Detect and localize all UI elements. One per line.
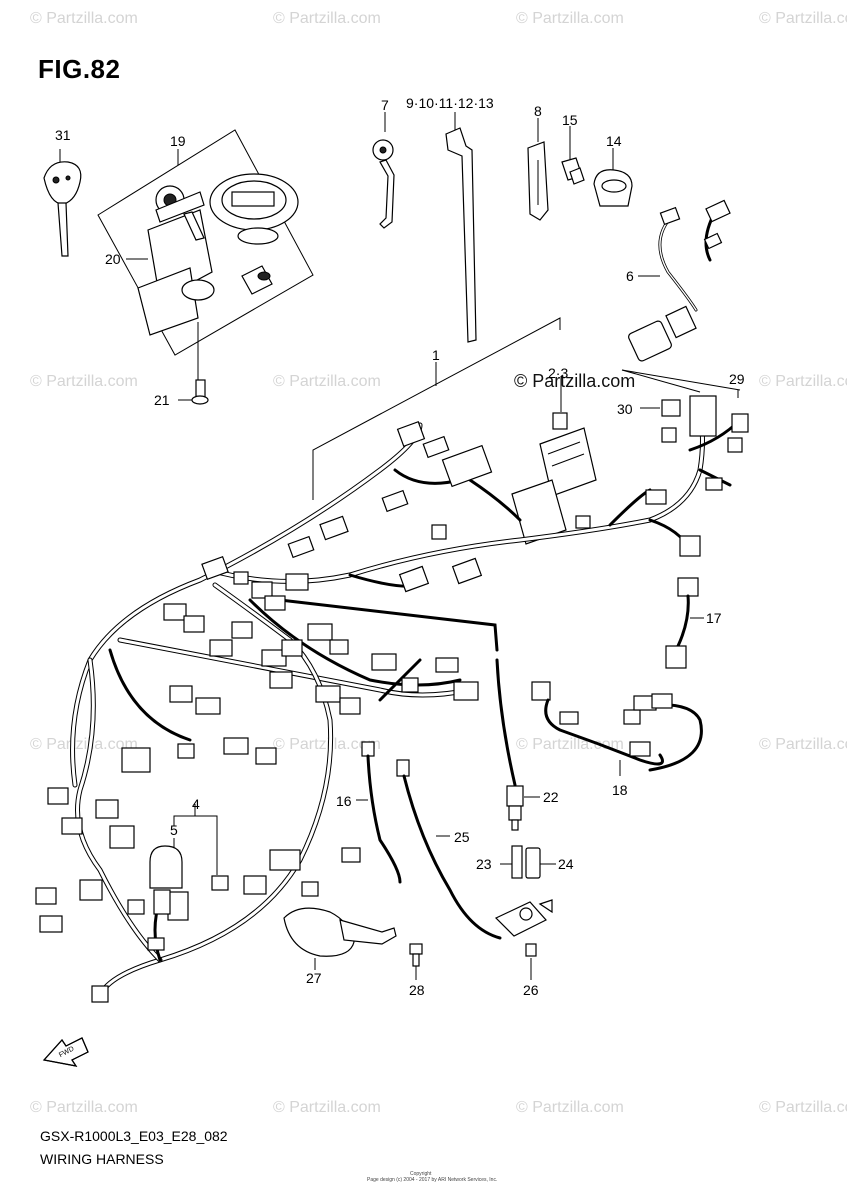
callout-4[interactable]: 4 (192, 796, 200, 812)
watermark: © Partzilla.com (30, 373, 138, 390)
callout-29[interactable]: 29 (729, 371, 745, 387)
watermark: © Partzilla.com (759, 373, 847, 390)
callout-16[interactable]: 16 (336, 793, 352, 809)
figure-title: FIG.82 (38, 54, 121, 84)
callout-22[interactable]: 22 (543, 789, 559, 805)
callout-30[interactable]: 30 (617, 401, 633, 417)
callout-20[interactable]: 20 (105, 251, 121, 267)
watermark: © Partzilla.com (516, 10, 624, 27)
part-27-bracket[interactable] (283, 907, 397, 970)
fwd-direction-arrow (42, 1037, 89, 1067)
callout-15[interactable]: 15 (562, 112, 578, 128)
leader-29-30 (621, 369, 741, 391)
callout-2-3[interactable]: 2·3 (548, 365, 569, 381)
callout-19[interactable]: 19 (170, 133, 186, 149)
watermark: © Partzilla.com (273, 10, 381, 27)
part-31-key[interactable] (43, 149, 82, 257)
watermark: © Partzilla.com (759, 10, 847, 27)
part-18-sub-harness[interactable] (531, 681, 703, 776)
part-2-3-fuse-box[interactable] (511, 376, 597, 545)
watermark: © Partzilla.com (30, 1099, 138, 1116)
part-28-screw[interactable] (409, 943, 423, 980)
callout-28[interactable]: 28 (409, 982, 425, 998)
part-22-sensor[interactable] (495, 658, 540, 831)
part-14-clamp[interactable] (593, 148, 633, 207)
watermark: © Partzilla.com (273, 373, 381, 390)
watermark: © Partzilla.com (759, 1099, 847, 1116)
watermark: © Partzilla.com (516, 1099, 624, 1116)
watermark: © Partzilla.com (273, 736, 381, 753)
part-8-holder[interactable] (527, 118, 549, 221)
part-6-sub-harness[interactable] (627, 199, 731, 362)
part-16-lead-wire[interactable] (356, 741, 402, 884)
watermark: © Partzilla.com (30, 736, 138, 753)
watermark: © Partzilla.com (759, 736, 847, 753)
callout-7[interactable]: 7 (381, 97, 389, 113)
watermark: © Partzilla.com (273, 1099, 381, 1116)
assembly-name: WIRING HARNESS (40, 1151, 164, 1167)
part-15-screw[interactable] (561, 126, 585, 185)
callout-17[interactable]: 17 (706, 610, 722, 626)
callout-18[interactable]: 18 (612, 782, 628, 798)
part-19-ignition-switch[interactable] (137, 185, 215, 336)
copyright-notice: Page design (c) 2004 - 2017 by ARI Netwo… (367, 1177, 498, 1183)
watermark-center: © Partzilla.com (514, 371, 636, 391)
part-fuel-cap[interactable] (209, 173, 299, 245)
part-21-screw[interactable] (178, 379, 209, 405)
callout-21[interactable]: 21 (154, 392, 170, 408)
copyright-label: Copyright (410, 1171, 432, 1177)
callout-31[interactable]: 31 (55, 127, 71, 143)
part-5-boot[interactable] (149, 845, 183, 915)
callout-14[interactable]: 14 (606, 133, 622, 149)
part-29-connector[interactable] (689, 390, 749, 453)
part-24-tube[interactable] (525, 847, 556, 879)
part-7-bracket[interactable] (372, 112, 395, 229)
callout-6[interactable]: 6 (626, 268, 634, 284)
callout-1[interactable]: 1 (432, 347, 440, 363)
part-30-connector[interactable] (640, 399, 681, 443)
part-23-spring[interactable] (500, 845, 523, 879)
callout-5[interactable]: 5 (170, 822, 178, 838)
callout-23[interactable]: 23 (476, 856, 492, 872)
watermark: © Partzilla.com (516, 736, 624, 753)
part-9-13-clamp-band[interactable] (445, 112, 477, 343)
part-25-lead-wire[interactable] (396, 759, 502, 940)
callout-27[interactable]: 27 (306, 970, 322, 986)
part-1-bracket (312, 317, 561, 500)
callout-26[interactable]: 26 (523, 982, 539, 998)
part-17-sub-harness[interactable] (665, 577, 704, 669)
callout-25[interactable]: 25 (454, 829, 470, 845)
harness-connectors[interactable] (35, 421, 723, 1003)
watermark: © Partzilla.com (30, 10, 138, 27)
part-seat-lock[interactable] (241, 265, 273, 295)
callout-24[interactable]: 24 (558, 856, 574, 872)
callout-8[interactable]: 8 (534, 103, 542, 119)
part-26-switch[interactable] (494, 899, 553, 980)
model-code: GSX-R1000L3_E03_E28_082 (40, 1128, 228, 1144)
callout-9-13[interactable]: 9·10·11·12·13 (406, 95, 494, 111)
